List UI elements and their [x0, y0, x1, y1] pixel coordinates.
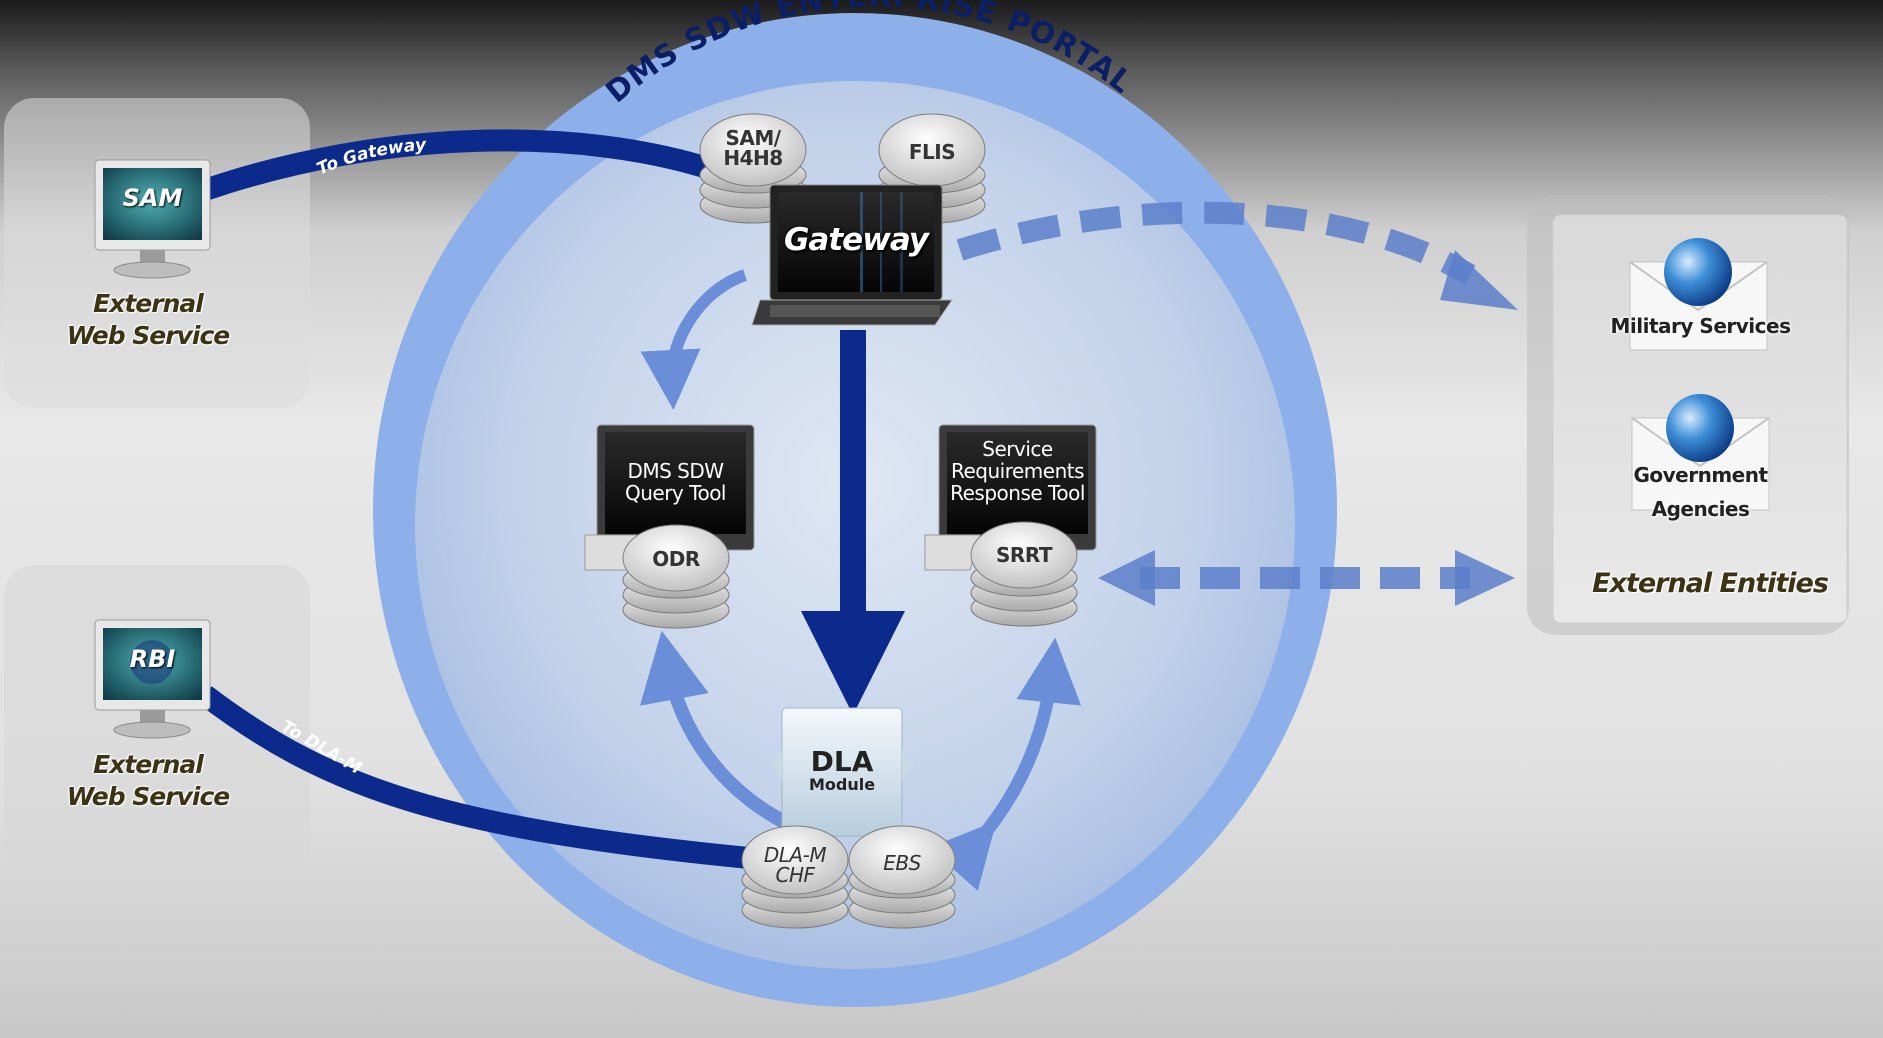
dla-module-label: DLA Module	[782, 748, 902, 794]
gateway-label: Gateway	[783, 222, 929, 258]
arrow-dla-srrt-both	[929, 637, 1082, 891]
external-web-service-caption-top: External Web Service	[48, 288, 248, 352]
db-dla-m-chf	[741, 825, 849, 929]
caption-line1: External	[93, 289, 204, 318]
db-srrt-label: SRRT	[996, 543, 1052, 567]
external-web-service-caption-bottom: External Web Service	[48, 749, 248, 813]
dla-module-block	[770, 707, 914, 837]
db-sam-h4h8-label: SAM/ H4H8	[703, 128, 803, 168]
rbi-monitor-label: RBI	[129, 645, 176, 673]
db-flis-label: FLIS	[908, 140, 956, 164]
caption-line2: Web Service	[66, 321, 230, 350]
dla-line2: Module	[808, 775, 876, 794]
db-odr	[622, 524, 730, 629]
query-tool-screen-text: DMS SDW Query Tool	[605, 460, 746, 504]
entity-line2: Agencies	[1651, 497, 1750, 521]
link-to-dla-m	[198, 686, 772, 871]
caption-line1: External	[93, 750, 204, 779]
government-agencies-icon	[1631, 394, 1770, 511]
dashed-arrow-gateway-to-external	[956, 201, 1476, 285]
db-ebs	[848, 825, 956, 929]
screen-line1: DMS SDW	[627, 459, 724, 483]
military-services-label: Military Services	[1610, 314, 1791, 338]
rbi-monitor	[94, 619, 211, 739]
screen-line3: Response Tool	[950, 481, 1085, 505]
sam-monitor-label: SAM	[122, 184, 183, 212]
dla-line1: DLA	[810, 745, 874, 778]
db-line2: H4H8	[723, 146, 783, 170]
query-tool-monitor	[584, 424, 755, 571]
screen-line1: Service	[982, 437, 1053, 461]
db-dla-m-chf-label: DLA-M CHF	[745, 845, 845, 885]
dashed-arrow-head-right	[1455, 550, 1515, 606]
db-odr-label: ODR	[652, 547, 700, 571]
db-ebs-label: EBS	[883, 851, 921, 875]
db-line1: SAM/	[725, 126, 781, 150]
external-entities-title: External Entities	[1592, 568, 1829, 599]
db-line1: DLA-M	[763, 843, 827, 867]
dashed-arrow-head-left	[1098, 550, 1155, 606]
arrow-dla-to-odr	[639, 630, 794, 832]
government-agencies-label: Government Agencies	[1598, 458, 1803, 526]
military-services-icon	[1629, 238, 1768, 351]
srrt-monitor	[924, 424, 1097, 571]
screen-line2: Requirements	[950, 459, 1085, 483]
entity-line1: Government	[1633, 463, 1768, 487]
srrt-screen-text: Service Requirements Response Tool	[947, 438, 1088, 504]
link-to-gateway	[201, 129, 724, 201]
dashed-arrow-head	[1440, 250, 1518, 310]
db-srrt	[970, 521, 1078, 627]
gateway-laptop	[751, 184, 953, 326]
screen-line2: Query Tool	[625, 481, 727, 505]
caption-line2: Web Service	[66, 782, 230, 811]
arrow-gateway-to-query	[640, 269, 748, 410]
db-line2: CHF	[775, 863, 815, 887]
sam-monitor	[94, 159, 211, 279]
